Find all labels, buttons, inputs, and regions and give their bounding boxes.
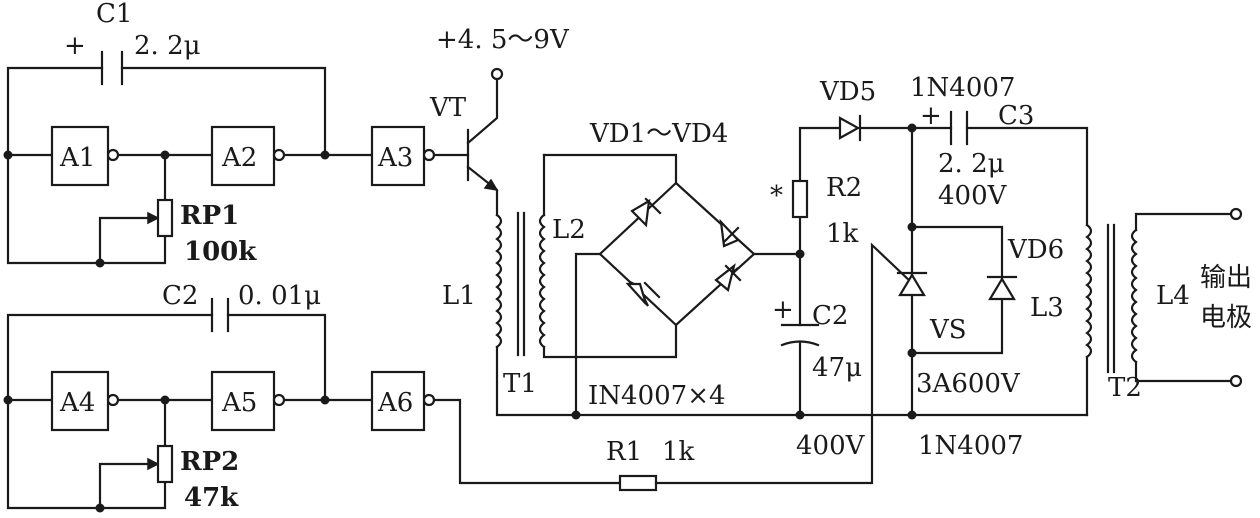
output-electrode-line2: 电极 xyxy=(1200,303,1252,333)
l2-label: L2 xyxy=(552,215,586,245)
vd6-part: 1N4007 xyxy=(918,431,1023,461)
c1-value: 2. 2μ xyxy=(134,31,201,61)
vs-part: 3A600V xyxy=(916,369,1021,399)
vd5-diode xyxy=(838,114,914,142)
c2-top-value: 0. 01μ xyxy=(238,281,321,311)
c2-value: 47μ xyxy=(812,353,862,383)
a2-label: A2 xyxy=(221,143,257,173)
l3-label: L3 xyxy=(1030,293,1064,323)
c1-plus: + xyxy=(64,31,86,61)
r1-value: 1k xyxy=(662,437,695,467)
rp2-resistor xyxy=(156,444,174,484)
t2-label: T2 xyxy=(1108,373,1142,403)
transistor-vt xyxy=(466,67,504,217)
vd6-diode xyxy=(986,275,1018,301)
bridge-rectifier xyxy=(571,181,802,420)
transformer-t2 xyxy=(1085,207,1243,417)
gate-a5 xyxy=(210,370,276,432)
a4-label: A4 xyxy=(59,388,95,418)
l4-label: L4 xyxy=(1156,281,1190,311)
rp2-value: 47k xyxy=(184,483,239,513)
vs-label: VS xyxy=(929,315,967,345)
c3-plus: + xyxy=(920,101,942,131)
l1-label: L1 xyxy=(442,281,476,311)
transformer-t1 xyxy=(495,153,1089,417)
gate-a3 xyxy=(370,125,426,187)
rp2-label: RP2 xyxy=(180,447,239,477)
output-electrode-line1: 输出 xyxy=(1200,263,1252,293)
c2-top-capacitor xyxy=(210,297,230,333)
c2-voltage: 400V xyxy=(796,431,866,461)
c3-value: 2. 2μ xyxy=(938,149,1005,179)
r2-star: * xyxy=(770,181,783,211)
vd5-part: 1N4007 xyxy=(910,73,1015,103)
t1-label: T1 xyxy=(503,369,537,399)
vd5-label: VD5 xyxy=(819,77,876,107)
c3-label: C3 xyxy=(998,101,1034,131)
r1-resistor xyxy=(618,474,658,492)
a6-label: A6 xyxy=(377,388,413,418)
c2-plus: + xyxy=(772,295,794,325)
oscillator-2 xyxy=(3,297,374,513)
a1-label: A1 xyxy=(59,143,95,173)
c2-label: C2 xyxy=(812,301,848,331)
c3-voltage: 400V xyxy=(938,181,1008,211)
c1-capacitor xyxy=(100,50,124,86)
bridge-label: VD1～VD4 xyxy=(589,119,728,149)
vd6-label: VD6 xyxy=(1007,235,1064,265)
r2-value: 1k xyxy=(826,219,859,249)
vt-label: VT xyxy=(429,93,467,123)
r1-label: R1 xyxy=(606,437,642,467)
c2-top-label: C2 xyxy=(162,281,198,311)
a3-label: A3 xyxy=(377,143,413,173)
a5-label: A5 xyxy=(221,388,257,418)
thyristor-vs xyxy=(896,271,928,297)
bridge-part: IN4007×4 xyxy=(588,381,726,411)
oscillator-1 xyxy=(3,50,374,268)
rp1-value: 100k xyxy=(184,237,257,267)
c2-capacitor xyxy=(780,323,820,347)
rp1-label: RP1 xyxy=(180,201,239,231)
supply-voltage: +4. 5～9V xyxy=(436,25,570,55)
c1-label: C1 xyxy=(96,0,132,29)
rp1-resistor xyxy=(156,198,174,238)
r2-label: R2 xyxy=(826,173,862,203)
r2-resistor xyxy=(791,179,809,219)
c3-capacitor xyxy=(949,110,969,146)
